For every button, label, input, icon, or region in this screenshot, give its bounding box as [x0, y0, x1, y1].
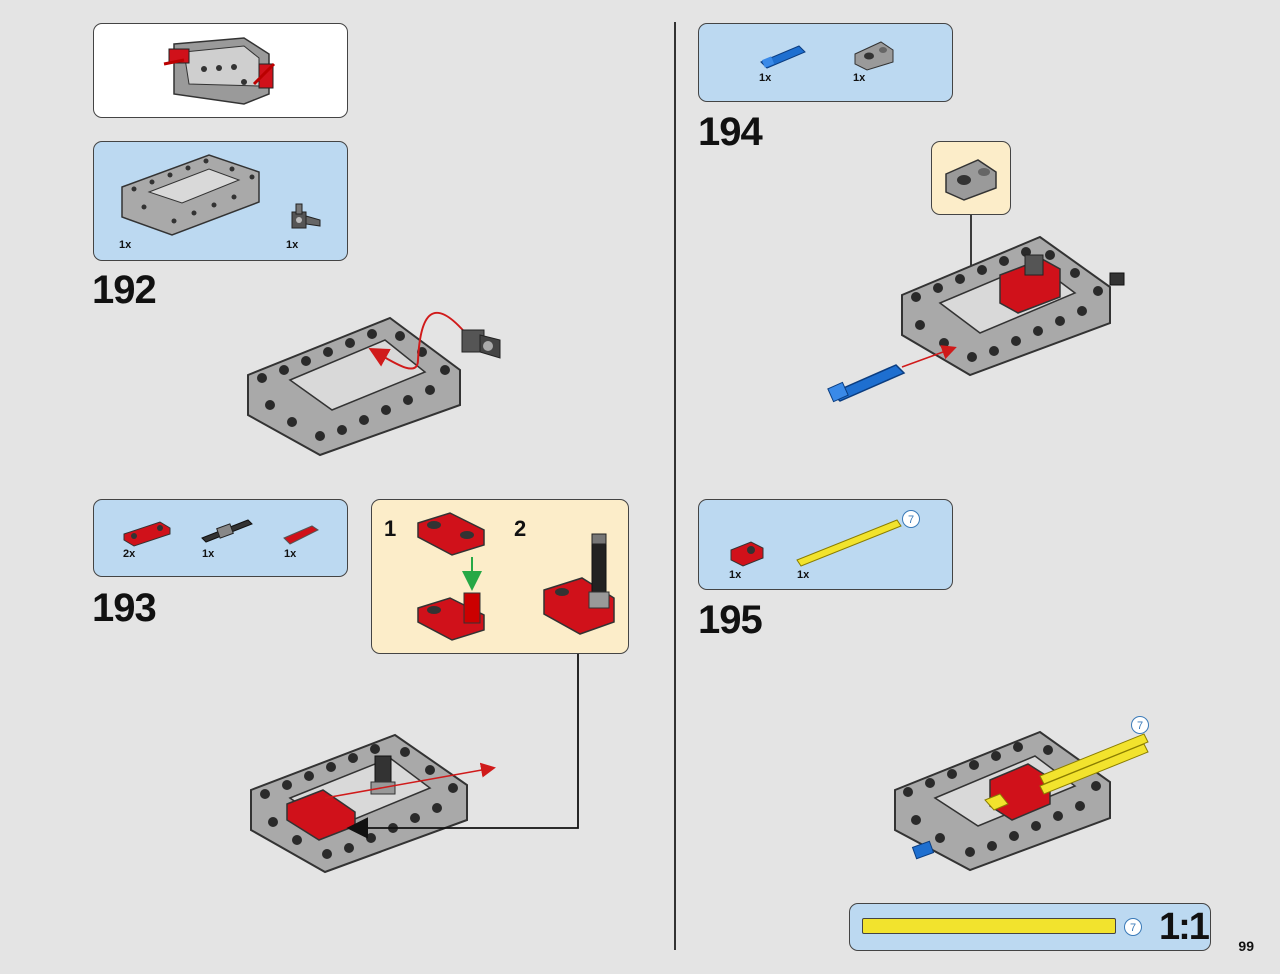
part-qty: 1x — [853, 72, 866, 84]
step-195-build-image — [894, 730, 1149, 872]
part-qty: 1x — [119, 239, 132, 251]
axle-icon — [201, 519, 253, 543]
part-qty: 1x — [286, 239, 299, 251]
step-number: 193 — [92, 586, 157, 630]
step-194-part-callout — [931, 141, 1011, 215]
scale-axle-length-badge: 7 — [1124, 918, 1142, 936]
scale-reference-box: 7 1:1 — [849, 903, 1211, 951]
step-number: 194 — [698, 110, 763, 154]
page-divider — [674, 22, 676, 950]
scale-axle-bar — [862, 918, 1116, 934]
part-qty: 1x — [797, 569, 810, 581]
callout-leader-line — [346, 654, 579, 839]
substep-number: 1 — [384, 516, 397, 541]
previous-assembly-callout — [93, 23, 348, 118]
step-194-build-image — [827, 215, 1125, 403]
frame-icon — [121, 154, 260, 236]
step-number: 195 — [698, 598, 763, 642]
axle-length-badge: 7 — [1131, 716, 1149, 734]
red-pin-icon — [283, 525, 319, 545]
part-qty: 2x — [123, 548, 136, 560]
red-beam-icon — [123, 521, 171, 547]
step-194-parts-list: 1x 1x — [698, 23, 953, 102]
red-connector-icon — [730, 541, 764, 567]
step-195-parts-list: 7 1x 1x — [698, 499, 953, 590]
part-qty: 1x — [759, 72, 772, 84]
step-193-parts-list: 2x 1x 1x — [93, 499, 348, 577]
step-192-parts-list: 1x 1x — [93, 141, 348, 261]
substep-2-image — [543, 533, 615, 635]
part-qty: 1x — [284, 548, 297, 560]
yellow-axle-icon — [796, 519, 902, 567]
step-193-subassembly-callout: 1 2 — [371, 499, 629, 654]
part-qty: 1x — [202, 548, 215, 560]
substep-1-image — [417, 512, 485, 641]
grey-connector-icon — [945, 159, 997, 201]
scale-label: 1:1 — [1159, 906, 1210, 948]
substep-number: 2 — [514, 516, 527, 541]
page-number: 99 — [1238, 938, 1254, 954]
blue-pin-icon — [760, 45, 806, 69]
axle-length-badge: 7 — [902, 510, 920, 528]
connector-icon — [291, 203, 321, 229]
previous-assembly-image — [163, 37, 276, 105]
step-number: 192 — [92, 268, 157, 312]
grey-connector-icon — [854, 41, 894, 71]
step-192-build-image — [247, 311, 501, 457]
part-qty: 1x — [729, 569, 742, 581]
